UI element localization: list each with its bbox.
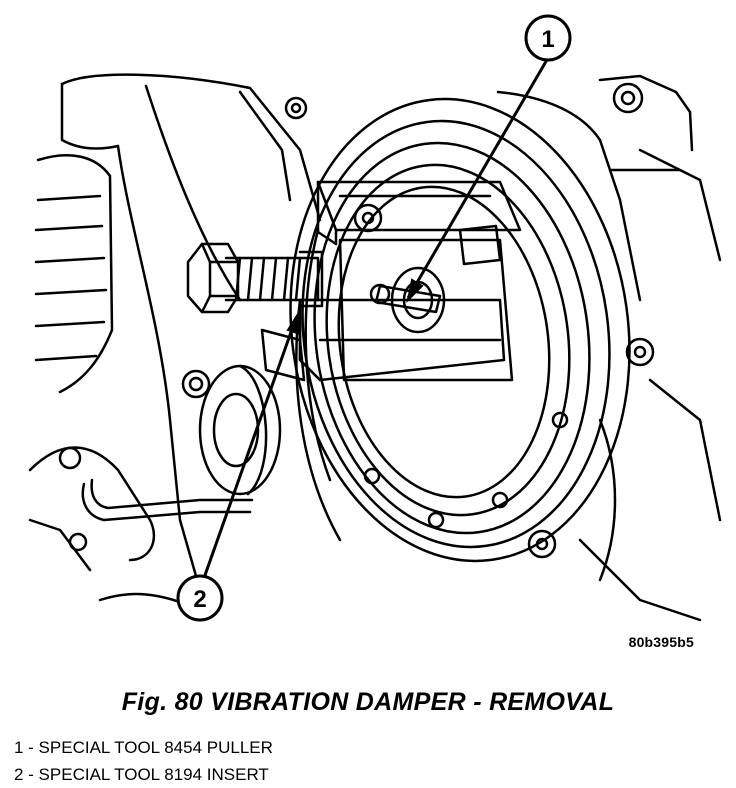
legend-item-1: 1 - SPECIAL TOOL 8454 PULLER xyxy=(14,738,273,757)
puller-tool xyxy=(186,180,522,382)
vibration-damper-illustration: 1 2 xyxy=(28,14,722,622)
callout-2: 2 xyxy=(176,310,302,622)
figure-caption: Fig. 80 VIBRATION DAMPER - REMOVAL xyxy=(121,688,615,716)
idler-pulley xyxy=(198,364,282,496)
vibration-damper xyxy=(289,97,631,563)
callout-1: 1 xyxy=(406,14,572,304)
engine-block-left xyxy=(28,73,322,612)
figure-reference-code: 80b395b5 xyxy=(628,634,694,650)
callout-2-number: 2 xyxy=(193,586,206,613)
callout-1-number: 1 xyxy=(541,26,554,53)
legend-item-2: 2 - SPECIAL TOOL 8194 INSERT xyxy=(14,765,269,784)
